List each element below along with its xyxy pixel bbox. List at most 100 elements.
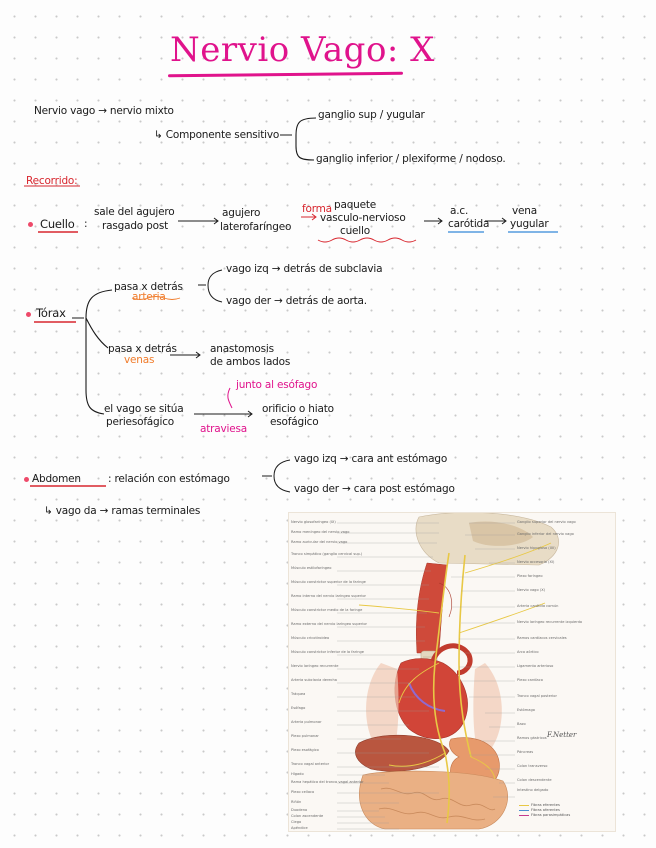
cuello-jugular-line2: yugular — [510, 218, 549, 230]
figure-caption: Rama hepática del tronco vagal anterior — [291, 780, 364, 784]
torax-veins-line1: pasa x detrás — [108, 343, 177, 355]
bullet-icon — [24, 477, 29, 482]
figure-caption: Colon ascendente — [291, 814, 324, 818]
figure-caption: Músculo cricotiroideo — [291, 636, 330, 640]
figure-left-captions: Nervio glosofaríngeo (IX) Ramo meníngeo … — [291, 520, 368, 831]
abdomen-right-vagus: vago der → cara post estómago — [294, 483, 455, 495]
figure-caption: Ramo externo del nervio laríngeo superio… — [291, 622, 368, 626]
figure-caption: Tronco vagal posterior — [517, 694, 557, 698]
torax-anastomosis-line1: anastomosis — [210, 343, 274, 355]
legend-swatch — [519, 814, 529, 816]
cuello-carotid-line2: carótida — [448, 218, 490, 230]
figure-caption: Nervio hipogloso (XII) — [517, 546, 556, 550]
intro-ganglion-superior: ganglio sup / yugular — [318, 109, 425, 121]
figure-caption: Plexo esofágico — [291, 748, 319, 752]
figure-caption: Nervio glosofaríngeo (IX) — [291, 520, 336, 524]
cuello-foramen-line1: agujero — [222, 207, 261, 219]
figure-caption: Músculo estilofaríngeo — [291, 566, 332, 570]
vagus-nerve-illustration: Nervio glosofaríngeo (IX) Ramo meníngeo … — [288, 512, 616, 832]
cuello-carotid-line1: a.c. — [450, 205, 469, 217]
figure-caption: Hígado — [291, 772, 304, 776]
bullet-icon — [26, 312, 31, 317]
torax-posterior-line1: pasa x detrás — [114, 281, 183, 293]
cuello-package-line3: cuello — [340, 225, 370, 237]
figure-caption: Duodeno — [291, 808, 308, 812]
cuello-label: Cuello — [40, 217, 75, 231]
figure-right-captions: Ganglio superior del nervio vago Ganglio… — [517, 520, 582, 798]
torax-esophagus-line1: el vago se sitúa — [104, 403, 184, 415]
intro-ganglion-inferior: ganglio inferior / plexiforme / nodoso. — [316, 153, 506, 165]
figure-caption: Ramos cardíacos cervicales — [517, 636, 567, 640]
torax-anastomosis-line2: de ambos lados — [210, 356, 291, 368]
figure-caption: Músculo constrictor inferior de la farin… — [291, 650, 364, 654]
cuello-forma: forma — [302, 203, 332, 215]
abdomen-label: Abdomen — [32, 473, 81, 485]
figure-caption: Nervio vago (X) — [517, 588, 546, 592]
figure-caption: Arco aórtico — [517, 650, 539, 654]
figure-caption: Nervio laríngeo recurrente izquierdo — [517, 620, 583, 624]
figure-caption: Músculo constrictor medio de la faringe — [291, 608, 363, 612]
torax-left-vagus: vago izq → detrás de subclavia — [226, 263, 383, 275]
figure-caption: Riñón — [291, 800, 302, 804]
figure-caption: Ramo interno del nervio laríngeo superio… — [291, 594, 367, 598]
figure-caption: Tráquea — [291, 692, 306, 696]
torax-label: Tórax — [36, 306, 66, 320]
figure-caption: Tronco vagal anterior — [291, 762, 330, 766]
cuello-colon: : — [84, 218, 88, 230]
figure-caption: Esófago — [291, 706, 306, 710]
anatomy-drawing — [337, 513, 559, 830]
cuello-exit-line1: sale del agujero — [94, 206, 175, 218]
page-title: Nervio Vago: X — [170, 30, 435, 70]
cuello-package-line1: paquete — [334, 199, 377, 211]
figure-caption: Nervio accesorio (XI) — [517, 560, 555, 564]
figure-caption: Ramo meníngeo del nervio vago — [291, 530, 350, 534]
torax-hiatus-line2: esofágico — [270, 416, 319, 428]
torax-next-to-esophagus: junto al esófago — [236, 379, 318, 391]
figure-caption: Músculo constrictor superior de la farin… — [291, 580, 366, 584]
cuello-foramen-line2: laterofaríngeo — [220, 221, 292, 233]
figure-caption: Plexo pulmonar — [291, 734, 319, 738]
legend-swatch — [519, 809, 529, 811]
figure-caption: Colon descendente — [517, 778, 552, 782]
figure-caption: Apéndice — [291, 826, 308, 830]
figure-caption: Estómago — [517, 708, 535, 712]
bullet-icon — [28, 222, 33, 227]
torax-veins-line2: venas — [124, 354, 155, 366]
figure-caption: Nervio laríngeo recurrente — [291, 664, 339, 668]
legend-label: Fibras parasimpáticas — [531, 813, 571, 817]
abdomen-relation: : relación con estómago — [108, 473, 230, 485]
figure-caption: Plexo celíaco — [291, 790, 315, 794]
figure-legend: Fibras eferentes Fibras aferentes Fibras… — [519, 803, 570, 818]
torax-esophagus-line2: periesofágico — [106, 416, 175, 428]
figure-caption: Bazo — [517, 722, 526, 726]
abdomen-terminal-branches: ↳ vago da → ramas terminales — [44, 505, 201, 517]
cuello-jugular-line1: vena — [512, 205, 537, 217]
figure-caption: Intestino delgado — [517, 788, 549, 792]
cuello-exit-line2: rasgado post — [102, 220, 169, 232]
figure-caption: Ciego — [291, 820, 302, 824]
figure-caption: Ligamento arterioso — [517, 664, 554, 668]
figure-caption: Plexo faríngeo — [517, 574, 543, 578]
torax-posterior-line2: arteria — [132, 291, 166, 303]
torax-atraviesa: atraviesa — [200, 423, 247, 435]
figure-caption: Plexo cardíaco — [517, 678, 543, 682]
legend-swatch — [519, 804, 529, 806]
intro-sensory-component: ↳ Componente sensitivo — [154, 129, 280, 141]
torax-right-vagus: vago der → detrás de aorta. — [226, 295, 367, 307]
figure-caption: Ramos gástricos — [517, 736, 547, 740]
intro-nerve-type: Nervio vago → nervio mixto — [34, 105, 174, 117]
figure-caption: Arteria carótida común — [517, 604, 559, 608]
torax-hiatus-line1: orificio o hiato — [262, 403, 334, 415]
figure-caption: Ganglio inferior del nervio vago — [517, 532, 574, 536]
figure-caption: Arteria subclavia derecha — [291, 678, 338, 682]
figure-caption: Arteria pulmonar — [291, 720, 322, 724]
abdomen-left-vagus: vago izq → cara ant estómago — [294, 453, 448, 465]
figure-caption: Ganglio superior del nervio vago — [517, 520, 576, 524]
figure-caption: Colon transverso — [517, 764, 548, 768]
legend-label: Fibras aferentes — [531, 808, 560, 812]
cuello-package-line2: vasculo-nervioso — [320, 212, 406, 224]
figure-caption: Tronco simpático (ganglio cervical sup.) — [291, 552, 363, 556]
legend-label: Fibras eferentes — [531, 803, 560, 807]
figure-caption: Páncreas — [517, 750, 534, 754]
